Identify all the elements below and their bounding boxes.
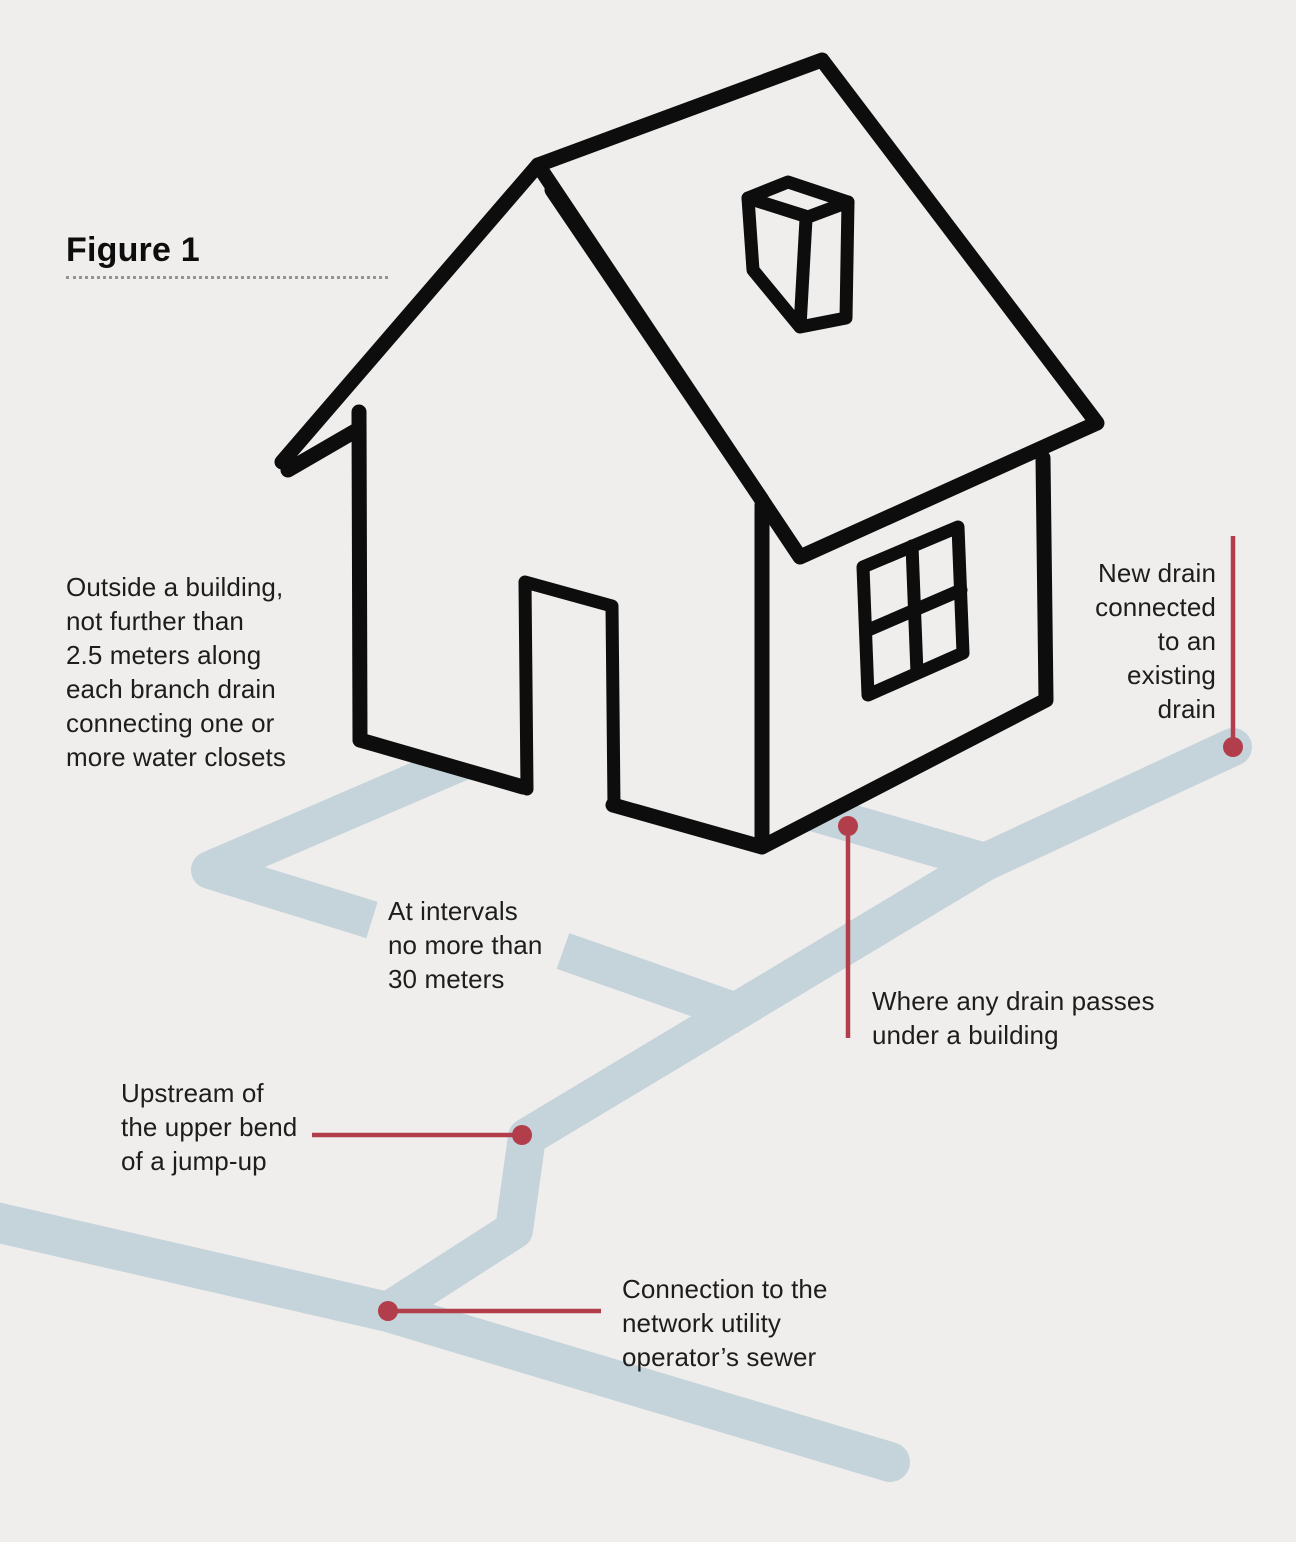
wall-left-edge [351, 404, 368, 748]
label-sewer-connection: Connection to the network utility operat… [622, 1274, 828, 1372]
house-silhouette [282, 60, 1097, 847]
house-illustration [274, 52, 1105, 855]
label-under-building: Where any drain passes under a building [872, 986, 1155, 1050]
roof-gable-inner-edge-left [280, 422, 365, 478]
wall-base-edges [352, 450, 1054, 855]
marker-upstream-jump-up [512, 1125, 532, 1145]
pipe-branch-water-closets [191, 740, 478, 939]
title-dotted-rule [66, 276, 388, 279]
door-outline [518, 575, 621, 813]
figure-title: Figure 1 [66, 231, 200, 269]
pipe-main-jump-up [377, 845, 995, 1327]
label-new-drain: New drain connected to an existing drain [1095, 558, 1216, 724]
window-muntin-horizontal [859, 583, 968, 638]
roof-gable-outer-edge [274, 157, 546, 470]
marker-sewer-connection [378, 1301, 398, 1321]
chimney-body [741, 191, 855, 334]
window-frame [856, 520, 970, 702]
label-at-intervals: At intervals no more than 30 meters [388, 896, 543, 994]
marker-under-building [838, 816, 858, 836]
pipe-existing-drain [966, 728, 1252, 881]
label-outside-building: Outside a building, not further than 2.5… [66, 572, 286, 772]
label-upstream-jump-up: Upstream of the upper bend of a jump-up [121, 1078, 298, 1176]
callout-markers [312, 536, 1243, 1321]
marker-new-drain [1223, 737, 1243, 757]
roof-gable-inner-edge-right [544, 182, 770, 508]
